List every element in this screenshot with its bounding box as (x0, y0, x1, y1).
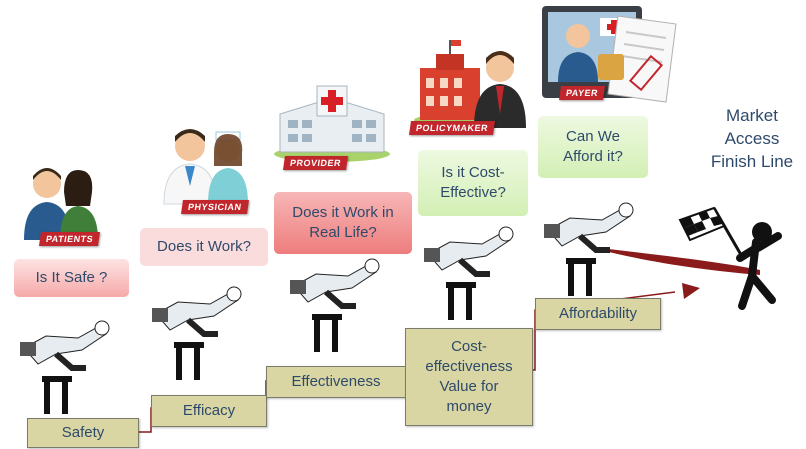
patients-badge: PATIENTS (39, 232, 101, 246)
hurdler-icon (152, 286, 242, 380)
payer-icon (542, 6, 677, 103)
question-does-it-work: Does it Work? (140, 228, 268, 266)
goal-line-3: Finish Line (710, 152, 794, 171)
question-real-life: Does it Work in Real Life? (274, 192, 412, 254)
step-affordability: Affordability (535, 298, 661, 330)
payer-badge: PAYER (559, 86, 605, 100)
hurdler-icon (424, 226, 514, 320)
goal-line-2: Access (724, 129, 780, 148)
hurdler-icon (290, 258, 380, 352)
question-is-it-safe: Is It Safe ? (14, 259, 129, 297)
goal-line-1: Market (726, 106, 778, 125)
step-safety: Safety (27, 418, 139, 448)
provider-badge: PROVIDER (283, 156, 348, 170)
hospital-icon (274, 85, 390, 162)
policymaker-badge: POLICYMAKER (409, 121, 495, 135)
step-effectiveness: Effectiveness (266, 366, 406, 398)
step-efficacy: Efficacy (151, 395, 267, 427)
question-afford: Can We Afford it? (538, 116, 648, 178)
finish-flag-icon (678, 206, 782, 310)
policymaker-icon (414, 40, 526, 128)
step-cost-effectiveness: Cost-effectiveness Value for money (405, 328, 533, 426)
question-cost-effective: Is it Cost-Effective? (418, 150, 528, 216)
physician-icon (163, 129, 248, 205)
hurdler-icon (20, 320, 110, 414)
finish-line-label: Market Access Finish Line (700, 104, 804, 173)
patients-icon (24, 168, 98, 240)
physician-badge: PHYSICIAN (181, 200, 249, 214)
hurdler-icon (544, 202, 634, 296)
